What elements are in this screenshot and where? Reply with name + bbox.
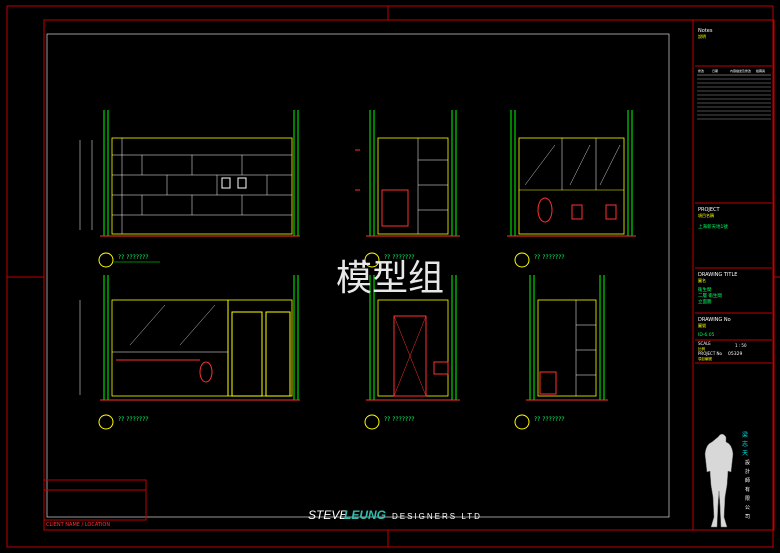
company-cn-char: 志: [742, 440, 748, 448]
company-logo: [704, 433, 734, 528]
logo-designers: DESIGNERS LTD: [392, 512, 482, 521]
project-sub: 項目名稱: [698, 212, 714, 218]
drawing-title-sub: 圖名: [698, 277, 706, 283]
notes-sub: 說明: [698, 33, 706, 39]
rev-header-4: 繪圖員: [756, 68, 765, 73]
notes-label: Notes: [698, 28, 713, 34]
company-cn-char: 司: [745, 514, 750, 520]
elevation-3: ?? ???????: [507, 110, 636, 268]
elevation-2-label: ?? ???????: [384, 254, 415, 261]
sheet-frame: [6, 5, 780, 548]
project-label: PROJECT: [698, 207, 721, 213]
company-cn-char: 限: [745, 495, 750, 502]
company-cn-char: 公: [745, 505, 750, 511]
company-cn-char: 有: [745, 486, 750, 493]
rev-header-1: 修改: [698, 68, 704, 73]
drawing-title-line3: 立面圖: [698, 298, 712, 305]
project-no-sub: 項目編號: [698, 356, 712, 361]
drawing-no-label: DRAWING No: [698, 317, 731, 323]
drawing-title-line2: 二層 衛生間: [698, 292, 722, 299]
drawing-title-line1: 衛生間: [698, 286, 712, 293]
elevation-5-label: ?? ???????: [384, 416, 415, 423]
company-cn-char: 師: [745, 477, 750, 484]
company-cn-char: 計: [745, 468, 750, 475]
elevation-5: ?? ???????: [364, 275, 460, 430]
rev-header-2: 日期: [712, 68, 718, 73]
elevation-3-label: ?? ???????: [534, 254, 565, 261]
revision-table: 修改 日期 內容描述及修改 繪圖員: [697, 68, 771, 120]
scale-sub: 比例: [698, 346, 706, 351]
project-no-value: 05329: [728, 351, 742, 357]
modulor-figure-icon: [704, 433, 734, 528]
drawing-no-value: ID-6.05: [698, 332, 715, 338]
watermark: 模型组: [336, 258, 444, 299]
firm-logo: STEVE LEUNG DESIGNERS LTD: [308, 508, 482, 522]
elevation-1: ?? ???????: [79, 110, 300, 268]
client-stamp-text: CLIENT NAME / LOCATION: [46, 522, 110, 528]
elevation-4: ?? ???????: [79, 275, 300, 430]
elevation-2: ?? ???????: [355, 110, 460, 268]
company-cn-char: 梁: [742, 431, 748, 439]
client-stamp: CLIENT NAME / LOCATION: [43, 479, 147, 528]
scale-value: 1 : 50: [735, 343, 747, 348]
logo-steve: STEVE: [308, 508, 348, 522]
drawing-no-sub: 圖號: [698, 322, 706, 328]
elevation-4-label: ?? ???????: [118, 416, 149, 423]
rev-header-3: 內容描述及修改: [730, 68, 751, 73]
scale-label: SCALE: [698, 341, 711, 346]
elevation-6-label: ?? ???????: [534, 416, 565, 423]
project-no-label: PROJECT No: [698, 351, 723, 356]
project-value: 上海新天地1號: [698, 223, 728, 230]
title-block: Notes 說明 修改 日期 內容描述及修改 繪圖員 PROJECT 項目名稱 …: [695, 28, 772, 528]
company-cn-char: 天: [742, 450, 748, 457]
drawing-title-label: DRAWING TITLE: [698, 272, 737, 278]
elevation-6: ?? ???????: [514, 275, 608, 430]
logo-leung: LEUNG: [344, 508, 386, 522]
company-cn-char: 設: [745, 459, 750, 466]
elevation-1-label: ?? ???????: [118, 254, 149, 261]
